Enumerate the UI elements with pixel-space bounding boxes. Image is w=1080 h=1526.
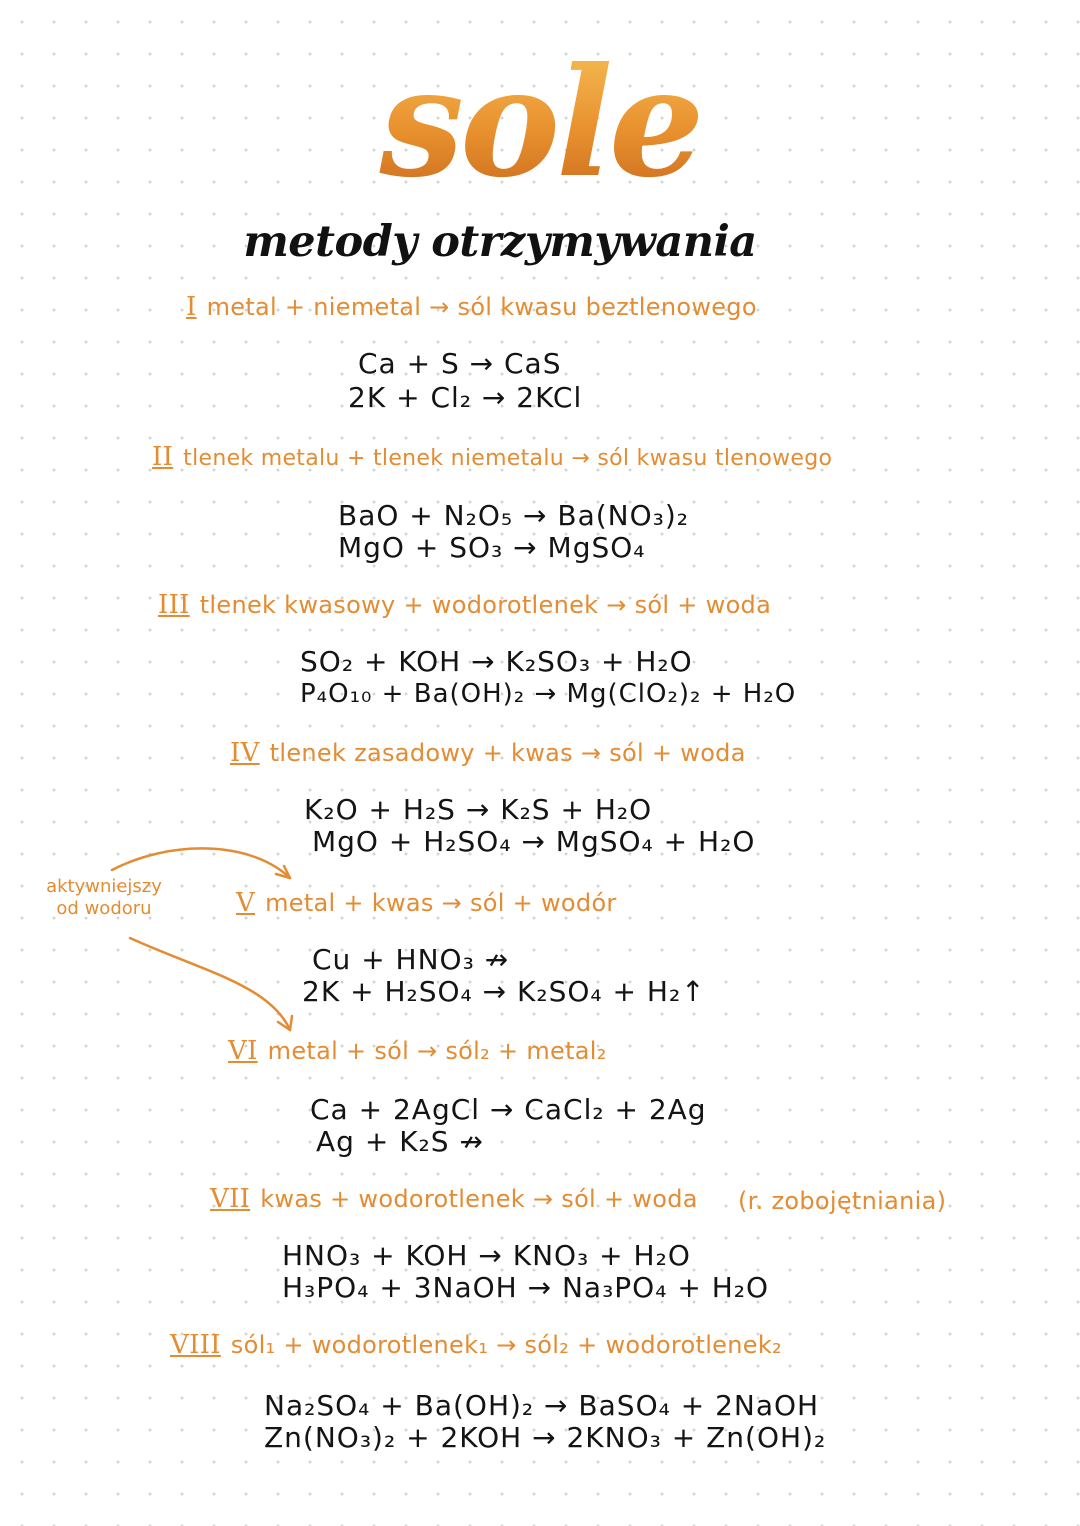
method-3-text: tlenek kwasowy + wodorotlenek → sól + wo… [199,591,772,619]
method-3-heading: III tlenek kwasowy + wodorotlenek → sól +… [158,590,771,620]
method-1-equation-1: Ca + S → CaS [358,347,562,380]
method-7-equation-1: HNO₃ + KOH → KNO₃ + H₂O [282,1239,691,1272]
method-8-equation-1: Na₂SO₄ + Ba(OH)₂ → BaSO₄ + 2NaOH [264,1389,820,1422]
method-8-numeral: VIII [170,1330,221,1360]
method-5-equation-1: Cu + HNO₃ ↛ [312,943,510,976]
arrow-to-method-6 [128,936,292,1032]
method-1-text: metal + niemetal → sól kwasu beztlenoweg… [206,293,757,321]
side-note-line-2: od wodoru [56,898,152,919]
method-7-equation-2: H₃PO₄ + 3NaOH → Na₃PO₄ + H₂O [282,1271,770,1304]
method-6-heading: VI metal + sól → sól₂ + metal₂ [228,1036,607,1066]
method-4-equation-2: MgO + H₂SO₄ → MgSO₄ + H₂O [312,825,756,858]
method-7-text: kwas + wodorotlenek → sól + woda [260,1185,698,1213]
method-7-note: (r. zobojętniania) [738,1187,947,1215]
method-5-equation-2: 2K + H₂SO₄ → K₂SO₄ + H₂↑ [302,975,706,1008]
page-title: sole [0,38,1080,208]
method-8-equation-2: Zn(NO₃)₂ + 2KOH → 2KNO₃ + Zn(OH)₂ [264,1421,827,1454]
method-3-numeral: III [158,590,190,620]
method-2-equation-1: BaO + N₂O₅ → Ba(NO₃)₂ [338,499,690,532]
method-2-equation-2: MgO + SO₃ → MgSO₄ [338,531,646,564]
method-8-text: sól₁ + wodorotlenek₁ → sól₂ + wodorotlen… [230,1331,782,1359]
page-subtitle: metody otrzymywania [243,217,757,267]
method-4-numeral: IV [230,738,260,768]
method-7-heading: VII kwas + wodorotlenek → sól + woda [210,1184,698,1214]
method-1-equation-2: 2K + Cl₂ → 2KCl [348,381,583,414]
method-3-equation-1: SO₂ + KOH → K₂SO₃ + H₂O [300,645,693,678]
method-2-text: tlenek metalu + tlenek niemetalu → sól k… [183,446,833,471]
method-6-numeral: VI [228,1036,258,1066]
side-note: aktywniejszy od wodoru [34,876,174,920]
method-1-numeral: I [186,292,197,322]
side-note-line-1: aktywniejszy [46,876,162,897]
method-7-numeral: VII [210,1184,251,1214]
arrow-to-method-5 [110,847,292,880]
method-5-numeral: V [236,888,256,918]
method-4-heading: IV tlenek zasadowy + kwas → sól + woda [230,738,746,768]
method-3-equation-2: P₄O₁₀ + Ba(OH)₂ → Mg(ClO₂)₂ + H₂O [300,679,797,709]
method-6-text: metal + sól → sól₂ + metal₂ [267,1037,607,1065]
method-6-equation-2: Ag + K₂S ↛ [316,1125,484,1158]
method-8-heading: VIII sól₁ + wodorotlenek₁ → sól₂ + wodoro… [170,1330,782,1360]
method-5-text: metal + kwas → sól + wodór [265,889,617,917]
method-4-equation-1: K₂O + H₂S → K₂S + H₂O [304,793,653,826]
method-2-heading: II tlenek metalu + tlenek niemetalu → sól… [152,442,832,474]
method-6-equation-1: Ca + 2AgCl → CaCl₂ + 2Ag [310,1093,707,1126]
method-4-text: tlenek zasadowy + kwas → sól + woda [269,739,746,767]
method-2-numeral: II [152,442,174,472]
